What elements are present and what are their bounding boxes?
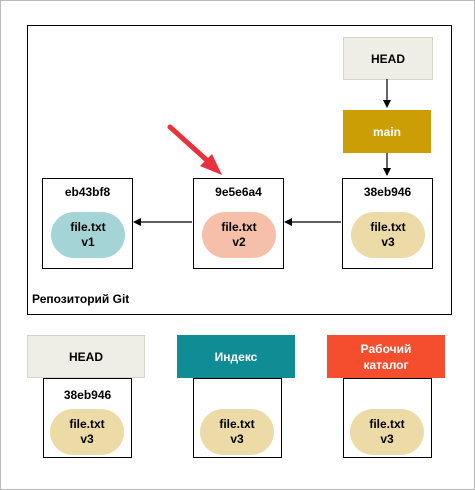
area-header-index: Индекс bbox=[177, 335, 295, 378]
file-name: file.txt bbox=[69, 417, 105, 431]
commit-node: 9e5e6a4 file.txt v2 bbox=[193, 178, 284, 269]
file-version: v3 bbox=[380, 432, 394, 446]
file-name: file.txt bbox=[221, 220, 257, 234]
file-version-pill: file.txt v3 bbox=[351, 212, 425, 258]
file-version: v3 bbox=[381, 235, 395, 249]
commit-hash: 9e5e6a4 bbox=[215, 185, 262, 199]
branch-ref-main: main bbox=[343, 110, 431, 153]
file-name: file.txt bbox=[370, 220, 406, 234]
file-version: v3 bbox=[230, 432, 244, 446]
area-header-label: Индекс bbox=[214, 349, 258, 364]
area-header-label-line1: Рабочий bbox=[360, 341, 412, 356]
head-ref: HEAD bbox=[343, 37, 433, 80]
file-name: file.txt bbox=[70, 220, 106, 234]
file-name: file.txt bbox=[369, 417, 405, 431]
area-box-index: file.txt v3 bbox=[193, 378, 282, 458]
area-header-head: HEAD bbox=[27, 335, 145, 378]
head-ref-label: HEAD bbox=[370, 51, 405, 66]
file-name: file.txt bbox=[219, 417, 255, 431]
area-commit-hash: 38eb946 bbox=[63, 388, 112, 402]
file-version-pill: file.txt v3 bbox=[50, 409, 124, 455]
area-header-label-line2: каталог bbox=[363, 357, 409, 372]
branch-ref-label: main bbox=[372, 124, 401, 139]
file-version-pill: file.txt v1 bbox=[51, 212, 125, 258]
file-version-pill: file.txt v2 bbox=[202, 212, 276, 258]
commit-hash: eb43bf8 bbox=[64, 185, 111, 199]
file-version: v3 bbox=[80, 432, 94, 446]
commit-node: 38eb946 file.txt v3 bbox=[342, 178, 433, 269]
file-version-pill: file.txt v3 bbox=[350, 409, 424, 455]
area-header-working-dir: Рабочий каталог bbox=[327, 335, 445, 378]
area-header-label: HEAD bbox=[68, 349, 103, 364]
file-version-pill: file.txt v3 bbox=[200, 409, 274, 455]
area-box-working-dir: file.txt v3 bbox=[343, 378, 432, 458]
commit-node: eb43bf8 file.txt v1 bbox=[42, 178, 133, 269]
file-version: v2 bbox=[232, 235, 246, 249]
file-version: v1 bbox=[81, 235, 95, 249]
repository-label: Репозиторий Git bbox=[32, 292, 130, 306]
repository-container bbox=[27, 25, 452, 315]
commit-hash: 38eb946 bbox=[363, 185, 412, 199]
area-box-head: 38eb946 file.txt v3 bbox=[43, 378, 132, 458]
pointer-arrow-icon bbox=[167, 124, 222, 175]
